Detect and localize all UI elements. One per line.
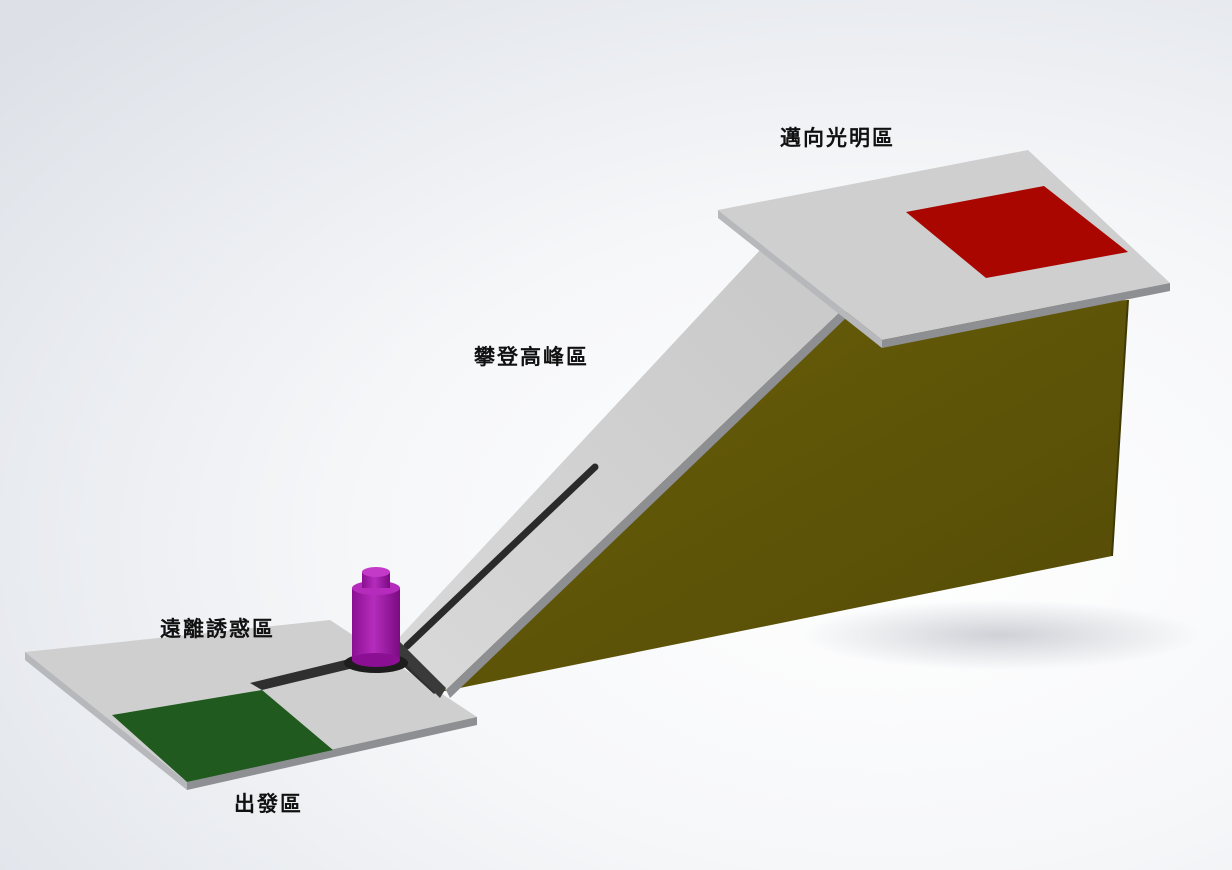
top-zone-label: 邁向光明區	[780, 125, 895, 150]
guide-rail	[403, 463, 599, 650]
top-platform-front-edge	[882, 283, 1170, 348]
temptation-zone-label: 遠離誘惑區	[160, 616, 275, 641]
start-pad	[112, 690, 333, 782]
start-platform-front-edge	[187, 717, 477, 790]
robot-bottom-rim	[352, 653, 400, 667]
robot-body	[352, 588, 400, 660]
ramp-foot-block	[392, 640, 446, 698]
ground-shadow	[800, 600, 1200, 670]
finish-pad	[906, 186, 1128, 278]
ramp-zone-label: 攀登高峰區	[474, 344, 589, 369]
support-wall-edge	[1111, 299, 1129, 557]
support-wall	[440, 300, 1128, 692]
ramp-edge	[446, 310, 846, 698]
start-platform-side-edge	[25, 652, 187, 790]
start-groove	[250, 660, 362, 690]
robot-cap	[362, 567, 390, 577]
robot-icon	[344, 567, 408, 673]
top-platform-edge	[718, 210, 882, 348]
start-zone-label: 出發區	[234, 791, 303, 816]
ramp-surface	[393, 248, 842, 690]
